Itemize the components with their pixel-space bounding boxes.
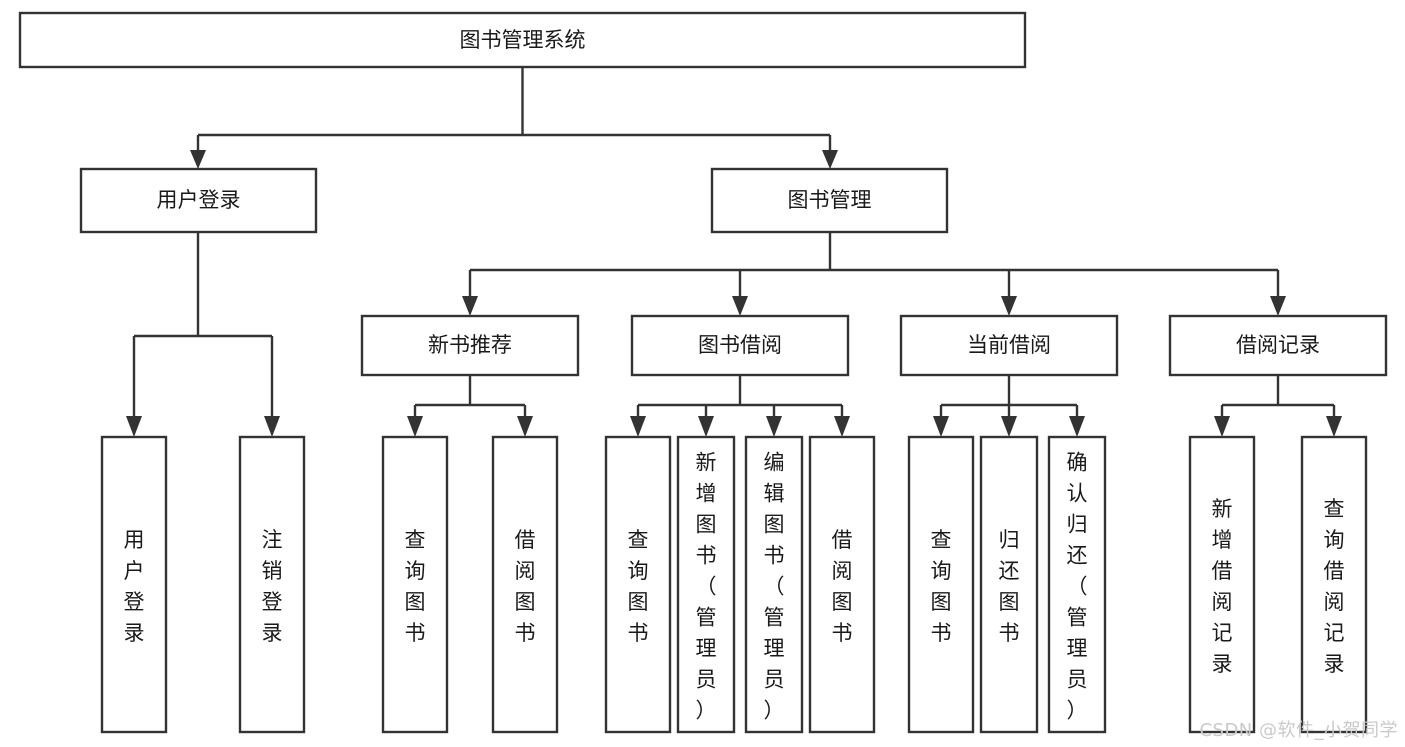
node-book-borrow-box[interactable] <box>630 314 850 377</box>
node-leaf-user-login-label: 用户登录 <box>124 528 145 645</box>
arrow-to-leaf-user-login <box>126 416 142 437</box>
arrow-to-leaf-add-record <box>1214 416 1230 437</box>
arrow-to-leaf-query-record <box>1326 416 1342 437</box>
node-root[interactable]: 图书管理系统 <box>18 11 1027 69</box>
node-leaf-borrow-book-rec-box[interactable] <box>491 435 559 734</box>
node-root-box[interactable] <box>18 11 1027 69</box>
node-leaf-edit-book-label: 编辑图书（管理员） <box>764 451 785 723</box>
node-new-book-rec-box[interactable] <box>360 314 580 377</box>
node-leaf-borrow-book-rec-label: 借阅图书 <box>515 528 536 645</box>
node-leaf-query-book-cur-box[interactable] <box>907 435 975 734</box>
node-leaf-return-book-label: 归还图书 <box>999 528 1020 645</box>
node-leaf-borrow-book-box[interactable] <box>808 435 876 734</box>
node-leaf-user-login[interactable]: 用户登录 <box>100 435 168 734</box>
node-leaf-edit-book-box[interactable] <box>744 435 804 734</box>
node-book-borrow-label: 图书借阅 <box>698 333 782 357</box>
node-leaf-add-book[interactable]: 新增图书（管理员） <box>676 435 736 734</box>
node-leaf-query-record[interactable]: 查询借阅记录 <box>1300 435 1368 734</box>
arrow-to-leaf-return-book <box>1001 416 1017 437</box>
node-leaf-user-logout-label: 注销登录 <box>262 528 283 645</box>
arrow-to-user-login <box>190 150 206 169</box>
node-leaf-query-book-rec[interactable]: 查询图书 <box>381 435 449 734</box>
node-new-book-rec[interactable]: 新书推荐 <box>360 314 580 377</box>
node-borrow-record-box[interactable] <box>1168 314 1388 377</box>
node-leaf-query-book-cur-label: 查询图书 <box>931 528 952 645</box>
arrow-to-book-borrow <box>732 296 748 316</box>
node-user-login[interactable]: 用户登录 <box>79 167 318 234</box>
node-leaf-user-logout[interactable]: 注销登录 <box>238 435 306 734</box>
node-book-manage[interactable]: 图书管理 <box>710 167 949 234</box>
node-leaf-query-book-cur[interactable]: 查询图书 <box>907 435 975 734</box>
node-current-borrow-label: 当前借阅 <box>967 333 1051 357</box>
node-leaf-confirm-return[interactable]: 确认归还（管理员） <box>1047 435 1107 734</box>
node-root-label: 图书管理系统 <box>460 28 586 52</box>
arrow-to-book-manage <box>822 150 838 169</box>
arrow-to-leaf-query-book-borrow <box>630 416 646 437</box>
node-leaf-add-book-label: 新增图书（管理员） <box>696 451 717 723</box>
node-current-borrow-box[interactable] <box>899 314 1119 377</box>
node-leaf-query-record-label: 查询借阅记录 <box>1324 497 1345 676</box>
node-book-manage-box[interactable] <box>710 167 949 234</box>
arrow-to-new-book-rec <box>462 296 478 316</box>
csdn-watermark: CSDN @软件_小贺同学 <box>1199 720 1398 741</box>
node-borrow-record-label: 借阅记录 <box>1236 333 1320 357</box>
arrow-to-leaf-query-book-rec <box>407 416 423 437</box>
node-new-book-rec-label: 新书推荐 <box>428 333 512 357</box>
node-user-login-box[interactable] <box>79 167 318 234</box>
node-leaf-query-book-borrow-box[interactable] <box>604 435 672 734</box>
connector-layer <box>126 67 1342 437</box>
node-leaf-user-logout-box[interactable] <box>238 435 306 734</box>
node-leaf-query-book-borrow-label: 查询图书 <box>628 528 649 645</box>
node-leaf-query-book-rec-box[interactable] <box>381 435 449 734</box>
node-leaf-query-book-borrow[interactable]: 查询图书 <box>604 435 672 734</box>
node-current-borrow[interactable]: 当前借阅 <box>899 314 1119 377</box>
node-leaf-borrow-book[interactable]: 借阅图书 <box>808 435 876 734</box>
node-leaf-borrow-book-rec[interactable]: 借阅图书 <box>491 435 559 734</box>
node-borrow-record[interactable]: 借阅记录 <box>1168 314 1388 377</box>
arrow-to-leaf-add-book <box>698 416 714 437</box>
node-leaf-user-login-box[interactable] <box>100 435 168 734</box>
arrow-to-borrow-record <box>1270 296 1286 316</box>
node-leaf-return-book[interactable]: 归还图书 <box>979 435 1039 734</box>
arrow-to-leaf-edit-book <box>766 416 782 437</box>
node-leaf-return-book-box[interactable] <box>979 435 1039 734</box>
node-leaf-add-record[interactable]: 新增借阅记录 <box>1188 435 1256 734</box>
node-book-manage-label: 图书管理 <box>788 188 872 212</box>
node-leaf-edit-book[interactable]: 编辑图书（管理员） <box>744 435 804 734</box>
node-leaf-borrow-book-label: 借阅图书 <box>832 528 853 645</box>
node-book-borrow[interactable]: 图书借阅 <box>630 314 850 377</box>
arrow-to-leaf-user-logout <box>264 416 280 437</box>
arrow-to-leaf-confirm-return <box>1069 416 1085 437</box>
arrow-to-leaf-borrow-book <box>834 416 850 437</box>
node-user-login-label: 用户登录 <box>157 188 241 212</box>
node-leaf-add-book-box[interactable] <box>676 435 736 734</box>
node-leaf-query-book-rec-label: 查询图书 <box>405 528 426 645</box>
arrow-to-leaf-borrow-book-rec <box>517 416 533 437</box>
node-leaf-confirm-return-label: 确认归还（管理员） <box>1067 451 1088 723</box>
node-leaf-add-record-label: 新增借阅记录 <box>1212 497 1233 676</box>
node-leaf-confirm-return-box[interactable] <box>1047 435 1107 734</box>
arrow-to-leaf-query-book-cur <box>933 416 949 437</box>
node-leaf-add-record-box[interactable] <box>1188 435 1256 734</box>
node-leaf-query-record-box[interactable] <box>1300 435 1368 734</box>
arrow-to-current-borrow <box>1001 296 1017 316</box>
